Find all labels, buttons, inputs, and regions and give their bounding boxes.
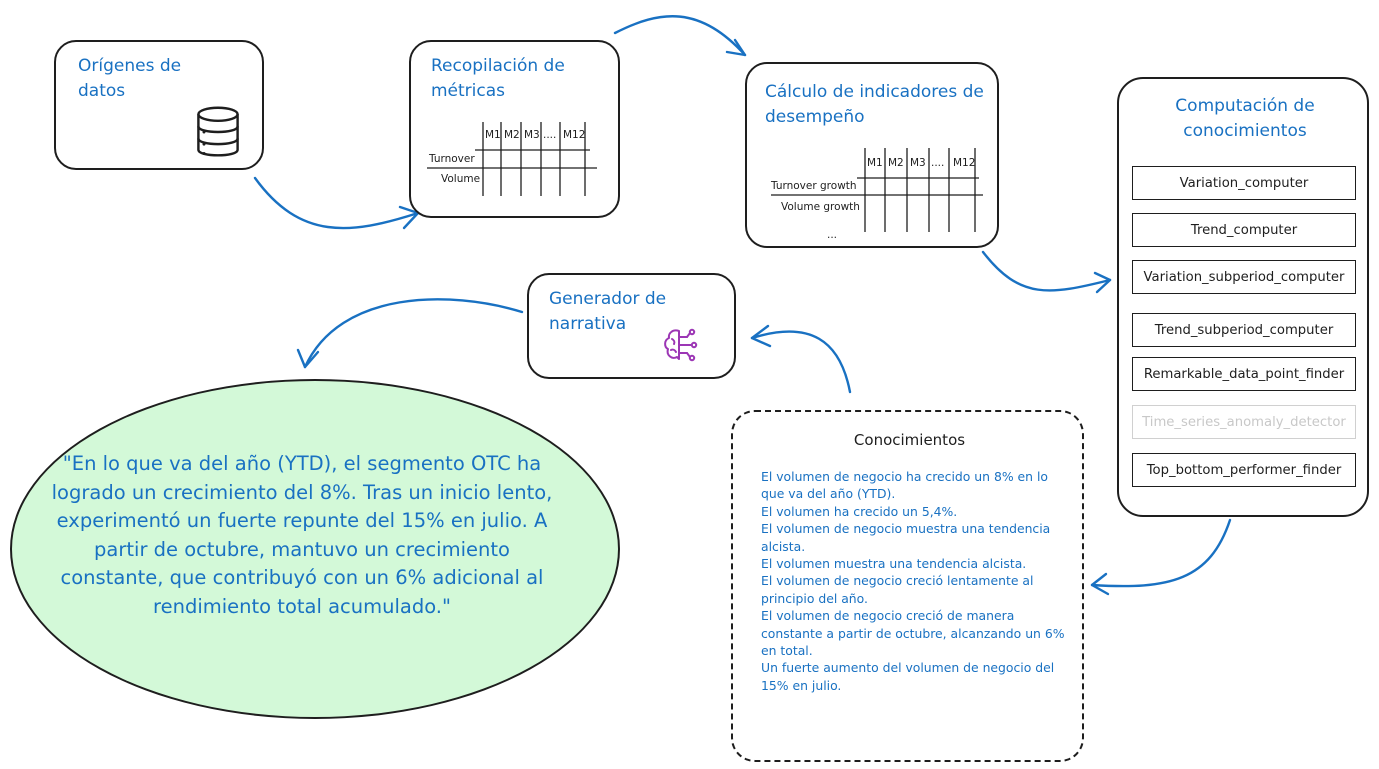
insight-item: El volumen de negocio creció lentamente …	[761, 573, 1034, 606]
module-remarkable-data-point-finder: Remarkable_data_point_finder	[1132, 357, 1356, 391]
module-variation-subperiod-computer: Variation_subperiod_computer	[1132, 260, 1356, 294]
node-kpi-calculation: Cálculo de indicadores de desempeño Turn…	[745, 62, 999, 248]
output-narrative-bubble	[10, 379, 620, 719]
node-metrics-title: Recopilación de métricas	[431, 56, 565, 101]
node-metrics-collection: Recopilación de métricas Turnover Volume…	[409, 40, 620, 218]
metrics-row-label: Volume	[441, 173, 480, 185]
kpi-col-label: M2	[888, 157, 904, 169]
arrow-insights-to-narrative	[750, 330, 852, 394]
metrics-col-label: ....	[543, 129, 556, 141]
kpi-table: Turnover growth Volume growth ... M1 M2 …	[770, 148, 983, 241]
arrow-narrative-to-output	[303, 298, 524, 369]
output-narrative-text: "En lo que va del año (YTD), el segmento…	[51, 452, 553, 618]
node-data-sources: Orígenes de datos	[54, 40, 264, 170]
database-icon	[197, 106, 239, 157]
kpi-col-label: M12	[953, 157, 975, 169]
metrics-table: Turnover Volume M1 M2 M3 .... M12	[427, 122, 597, 196]
metrics-col-label: M2	[504, 129, 520, 141]
metrics-col-label: M3	[524, 129, 540, 141]
arrow-sources-to-metrics	[253, 176, 420, 230]
kpi-row-label: ...	[827, 229, 837, 241]
node-narrative-generator: Generador de narrativa	[527, 273, 736, 379]
insights-items: El volumen de negocio ha crecido un 8% e…	[761, 468, 1071, 694]
node-data-sources-title: Orígenes de datos	[78, 56, 182, 101]
kpi-col-label: M1	[867, 157, 883, 169]
insight-item: Un fuerte aumento del volumen de negocio…	[761, 660, 1055, 693]
node-insights-computation: Computación de conocimientos	[1117, 77, 1369, 517]
arrow-compute-to-insights	[1090, 518, 1232, 588]
module-variation-computer: Variation_computer	[1132, 166, 1356, 200]
node-kpi-title: Cálculo de indicadores de desempeño	[765, 82, 984, 127]
insights-title: Conocimientos	[853, 431, 966, 449]
insight-item: El volumen ha crecido un 5,4%.	[761, 503, 958, 519]
kpi-col-label: ....	[931, 157, 944, 169]
metrics-row-label: Turnover	[428, 153, 475, 165]
node-insights-list: Conocimientos El volumen de negocio ha c…	[731, 410, 1084, 762]
module-trend-computer: Trend_computer	[1132, 213, 1356, 247]
insight-item: El volumen de negocio creció de manera c…	[761, 608, 1065, 659]
module-trend-subperiod-computer: Trend_subperiod_computer	[1132, 313, 1356, 347]
arrow-metrics-to-kpis	[613, 15, 747, 57]
metrics-col-label: M1	[485, 129, 501, 141]
kpi-row-label: Turnover growth	[770, 180, 857, 192]
node-narrative-title: Generador de narrativa	[549, 289, 667, 334]
kpi-row-label: Volume growth	[781, 201, 860, 213]
module-top-bottom-performer-finder: Top_bottom_performer_finder	[1132, 453, 1356, 487]
insight-item: El volumen de negocio ha crecido un 8% e…	[761, 469, 1048, 502]
metrics-col-label: M12	[563, 129, 585, 141]
module-time-series-anomaly-detector: Time_series_anomaly_detector	[1132, 405, 1356, 439]
node-insights-computation-title: Computación de conocimientos	[1175, 96, 1315, 141]
ai-brain-icon	[664, 328, 698, 362]
insight-item: El volumen muestra una tendencia alcista…	[761, 556, 1027, 572]
kpi-col-label: M3	[910, 157, 926, 169]
insight-item: El volumen de negocio muestra una tenden…	[761, 521, 1051, 554]
arrow-kpis-to-compute	[981, 250, 1112, 292]
